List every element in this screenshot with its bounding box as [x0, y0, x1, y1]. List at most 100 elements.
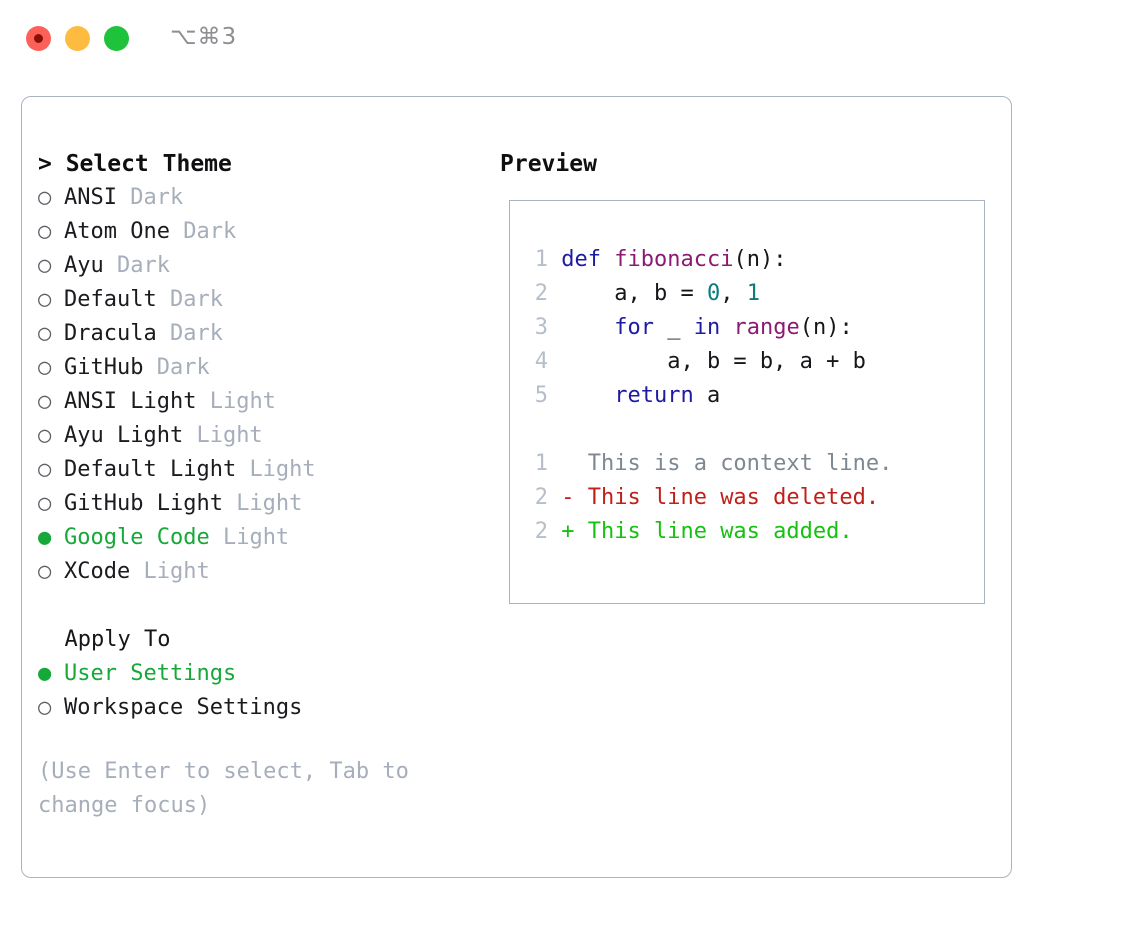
close-icon	[34, 34, 43, 43]
theme-item-kind: Light	[222, 525, 290, 550]
theme-item-label: XCode	[64, 559, 144, 584]
theme-item-label: Atom One	[64, 219, 184, 244]
diff-line: 2 + This line was added.	[522, 515, 892, 549]
code-token: fibonacci	[614, 247, 734, 272]
radio-unselected-icon: ○	[38, 423, 52, 448]
line-number: 1	[534, 247, 548, 272]
radio-unselected-icon: ○	[38, 457, 52, 482]
radio-unselected-icon: ○	[38, 695, 52, 720]
diff-line: 1 This is a context line.	[522, 447, 893, 481]
code-line: 1 def fibonacci(n):	[522, 243, 892, 277]
theme-item-kind: Dark	[169, 321, 223, 346]
radio-unselected-icon: ○	[38, 185, 52, 210]
line-number: 2	[534, 485, 548, 510]
theme-item-default[interactable]: ○ Default Dark	[38, 283, 488, 317]
theme-item-kind: Dark	[169, 287, 223, 312]
diff-line-text: This is a context line.	[561, 451, 893, 476]
code-line: 2 a, b = 0, 1	[522, 277, 892, 311]
code-token	[561, 383, 614, 408]
code-token: ,	[720, 281, 747, 306]
line-number: 5	[534, 383, 548, 408]
code-token: (n):	[799, 315, 853, 340]
theme-item-kind: Light	[196, 423, 263, 448]
theme-item-kind: Dark	[116, 253, 170, 278]
radio-unselected-icon: ○	[38, 253, 52, 278]
code-token: return	[614, 383, 694, 408]
keyboard-hint: (Use Enter to select, Tab to change focu…	[38, 759, 409, 818]
line-number: 2	[534, 519, 548, 544]
window-title: ⌥⌘3	[170, 24, 238, 50]
close-button[interactable]	[26, 26, 51, 51]
code-token: in	[693, 315, 734, 340]
line-number: 2	[534, 281, 548, 306]
theme-picker-header: > Select Theme	[38, 151, 232, 177]
theme-picker: > Select Theme ○ANSI Dark○Atom One Dark○…	[38, 147, 488, 823]
radio-unselected-icon: ○	[38, 491, 52, 516]
theme-item-dracula[interactable]: ○Dracula Dark	[38, 317, 488, 351]
radio-unselected-icon: ○	[38, 355, 52, 380]
theme-item-xcode[interactable]: ○XCode Light	[38, 555, 488, 589]
preview-panel: Preview 1 def fibonacci(n):2 a, b = 0, 1…	[500, 147, 1000, 604]
code-token: for	[614, 315, 654, 340]
code-token: _	[653, 315, 694, 340]
theme-item-github-light[interactable]: ○ GitHub Light Light	[38, 487, 488, 521]
theme-item-atom-one[interactable]: ○ Atom One Dark	[38, 215, 488, 249]
diff-line-text: + This line was added.	[561, 519, 853, 544]
radio-selected-icon: ●	[38, 525, 52, 550]
theme-item-label: Ayu Light	[64, 423, 197, 448]
code-token: 1	[746, 281, 760, 306]
apply-to-option-label: User Settings	[64, 661, 237, 686]
theme-item-ansi[interactable]: ○ANSI Dark	[38, 181, 488, 215]
radio-unselected-icon: ○	[38, 321, 52, 346]
code-diff-gap	[522, 413, 892, 447]
theme-item-ayu-light[interactable]: ○ Ayu Light Light	[38, 419, 488, 453]
theme-item-label: ANSI Light	[64, 389, 210, 414]
theme-item-kind: Dark	[183, 219, 237, 244]
theme-item-label: Ayu	[64, 253, 117, 278]
theme-item-kind: Light	[236, 491, 303, 516]
theme-list: ○ANSI Dark○Atom One Dark○Ayu Dark○Defaul…	[38, 181, 488, 589]
line-number: 1	[534, 451, 548, 476]
diff-line: 2 - This line was deleted.	[522, 481, 892, 515]
theme-item-kind: Dark	[130, 185, 184, 210]
apply-to-header: Apply To	[38, 627, 171, 652]
code-token: a	[693, 383, 721, 408]
theme-item-ansi-light[interactable]: ○ANSI Light Light	[38, 385, 488, 419]
minimize-button[interactable]	[65, 26, 90, 51]
code-token: 0	[706, 281, 721, 306]
theme-item-default-light[interactable]: ○ Default Light Light	[38, 453, 488, 487]
radio-unselected-icon: ○	[38, 219, 52, 244]
apply-to-option-user-settings[interactable]: ● User Settings	[38, 657, 488, 691]
theme-item-label: Default Light	[64, 457, 250, 482]
theme-item-kind: Dark	[156, 355, 210, 380]
code-token	[561, 315, 614, 340]
theme-item-ayu[interactable]: ○ Ayu Dark	[38, 249, 488, 283]
code-token: range	[733, 315, 800, 340]
line-number: 4	[534, 349, 548, 374]
code-line: 4 a, b = b, a + b	[522, 345, 892, 379]
code-token: a, b = b, a + b	[561, 349, 866, 374]
radio-unselected-icon: ○	[38, 287, 52, 312]
code-token: a, b =	[561, 281, 707, 306]
apply-to-option-workspace-settings[interactable]: ○ Workspace Settings	[38, 691, 488, 725]
theme-item-kind: Light	[249, 457, 316, 482]
preview-title: Preview	[500, 151, 597, 177]
title-bar: ⌥⌘3	[0, 0, 1140, 78]
theme-item-github[interactable]: ○ GitHub Dark	[38, 351, 488, 385]
section-spacer	[38, 589, 488, 623]
radio-selected-icon: ●	[38, 661, 52, 686]
apply-to-list: ● User Settings ○ Workspace Settings	[38, 657, 488, 725]
apply-to-option-label: Workspace Settings	[64, 695, 303, 720]
maximize-button[interactable]	[104, 26, 129, 51]
theme-item-kind: Light	[143, 559, 210, 584]
code-line: 3 for _ in range(n):	[522, 311, 892, 345]
theme-item-label: GitHub	[64, 355, 157, 380]
theme-item-kind: Light	[209, 389, 276, 414]
main-panel: > Select Theme ○ANSI Dark○Atom One Dark○…	[21, 96, 1012, 878]
theme-item-label: GitHub Light	[64, 491, 237, 516]
theme-item-label: Google Code	[64, 525, 223, 550]
theme-item-google-code[interactable]: ● Google Code Light	[38, 521, 488, 555]
theme-item-label: Default	[64, 287, 170, 312]
